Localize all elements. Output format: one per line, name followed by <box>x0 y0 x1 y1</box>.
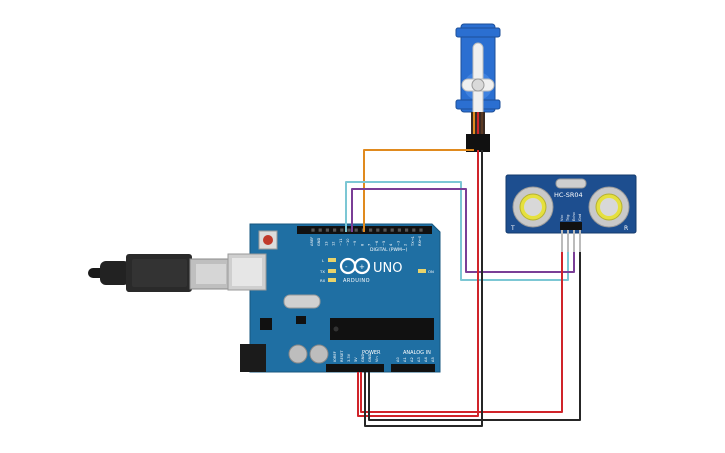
led-label: TX <box>319 269 325 274</box>
digital-pin-hole[interactable] <box>311 228 315 232</box>
sensor-model-label: HC-SR04 <box>554 191 583 199</box>
digital-header-label: DIGITAL (PWM~) <box>370 247 408 253</box>
usb-cable <box>88 254 233 292</box>
digital-pin-label: ~11 <box>339 238 343 246</box>
digital-pin-hole[interactable] <box>397 228 401 232</box>
wire-orange-signal[interactable] <box>363 149 474 232</box>
digital-pin-label: 2 <box>404 244 408 246</box>
digital-pin-hole[interactable] <box>354 228 358 232</box>
digital-pin-label: 13 <box>324 241 328 246</box>
power-pin-label: GND <box>368 354 372 362</box>
analog-header-label: ANALOG IN <box>403 350 431 356</box>
sensor-pin-label: Gnd <box>578 214 582 221</box>
sensor-corner-right: R <box>624 225 628 232</box>
digital-pin-hole[interactable] <box>369 228 373 232</box>
digital-pin-label: 12 <box>332 241 336 246</box>
power-pin-label: IOREF <box>333 351 337 362</box>
led-label: RX <box>320 278 326 283</box>
digital-pin-hole[interactable] <box>333 228 337 232</box>
reset-button[interactable] <box>263 235 273 245</box>
sensor-pin-label: Echo <box>572 212 576 221</box>
digital-pin-hole[interactable] <box>318 228 322 232</box>
digital-pin-label: GND <box>317 238 321 246</box>
arduino-logo-icon: - + <box>339 257 371 275</box>
analog-pin-label: A3 <box>417 357 421 362</box>
analog-pin-label: A4 <box>424 357 428 362</box>
digital-pin-hole[interactable] <box>412 228 416 232</box>
power-pin-label: Vin <box>375 356 379 362</box>
digital-pin-label: 7 <box>368 244 372 246</box>
ultrasonic-sensor <box>505 174 637 254</box>
power-pin-label: GND <box>361 354 365 362</box>
digital-pin-label: 4 <box>389 243 393 246</box>
digital-pin-label: ~9 <box>353 240 357 246</box>
svg-text:+: + <box>359 263 365 271</box>
wire-red-servo-power[interactable] <box>357 150 479 417</box>
digital-pin-hole[interactable] <box>376 228 380 232</box>
svg-text:-: - <box>345 263 348 271</box>
wire-red-sensor-vcc[interactable] <box>360 252 563 413</box>
sensor-pin-label: Trig <box>566 215 570 222</box>
digital-pin-label: ~3 <box>396 241 400 246</box>
analog-pin-label: A1 <box>403 357 407 362</box>
arduino-uno-board: - + <box>227 223 441 373</box>
led-label: L <box>322 258 325 263</box>
wire-black-sensor-gnd[interactable] <box>368 252 581 421</box>
sensor-corner-left: T <box>510 225 515 232</box>
wire-teal-trig[interactable] <box>345 181 569 281</box>
digital-pin-label: 8 <box>360 243 364 246</box>
digital-pin-label: ~6 <box>375 240 379 246</box>
digital-pin-label: ~5 <box>382 241 386 246</box>
board-brand-text: ARDUINO <box>343 278 370 284</box>
digital-pin-hole[interactable] <box>419 228 423 232</box>
wires <box>345 149 581 427</box>
analog-pin-label: A5 <box>431 357 435 362</box>
led-label: ON <box>428 269 434 274</box>
power-pin-label: 5V <box>354 357 358 362</box>
digital-pin-label: RX←0 <box>418 235 422 246</box>
sensor-pin-label: Vcc <box>560 215 564 221</box>
digital-pin-hole[interactable] <box>390 228 394 232</box>
analog-pin-label: A2 <box>410 357 414 362</box>
power-pin-label: 3.3V <box>347 353 351 362</box>
analog-pin-label: A0 <box>396 357 400 362</box>
power-header-label: POWER <box>362 350 381 356</box>
wire-purple-echo[interactable] <box>351 188 575 273</box>
wire-black-servo-ground[interactable] <box>364 150 483 427</box>
digital-pin-label: AREF <box>310 237 314 246</box>
digital-pin-hole[interactable] <box>405 228 409 232</box>
digital-pin-label: TX→1 <box>411 236 415 247</box>
digital-pin-hole[interactable] <box>347 228 351 232</box>
led-labels: L TX RX ON <box>319 258 434 283</box>
digital-pin-hole[interactable] <box>383 228 387 232</box>
digital-pin-label: ~10 <box>346 238 350 246</box>
digital-pin-hole[interactable] <box>340 228 344 232</box>
digital-pin-hole[interactable] <box>325 228 329 232</box>
board-logo-text: UNO <box>373 261 402 276</box>
power-pin-label: RESET <box>340 350 344 362</box>
servo-motor <box>455 23 501 152</box>
